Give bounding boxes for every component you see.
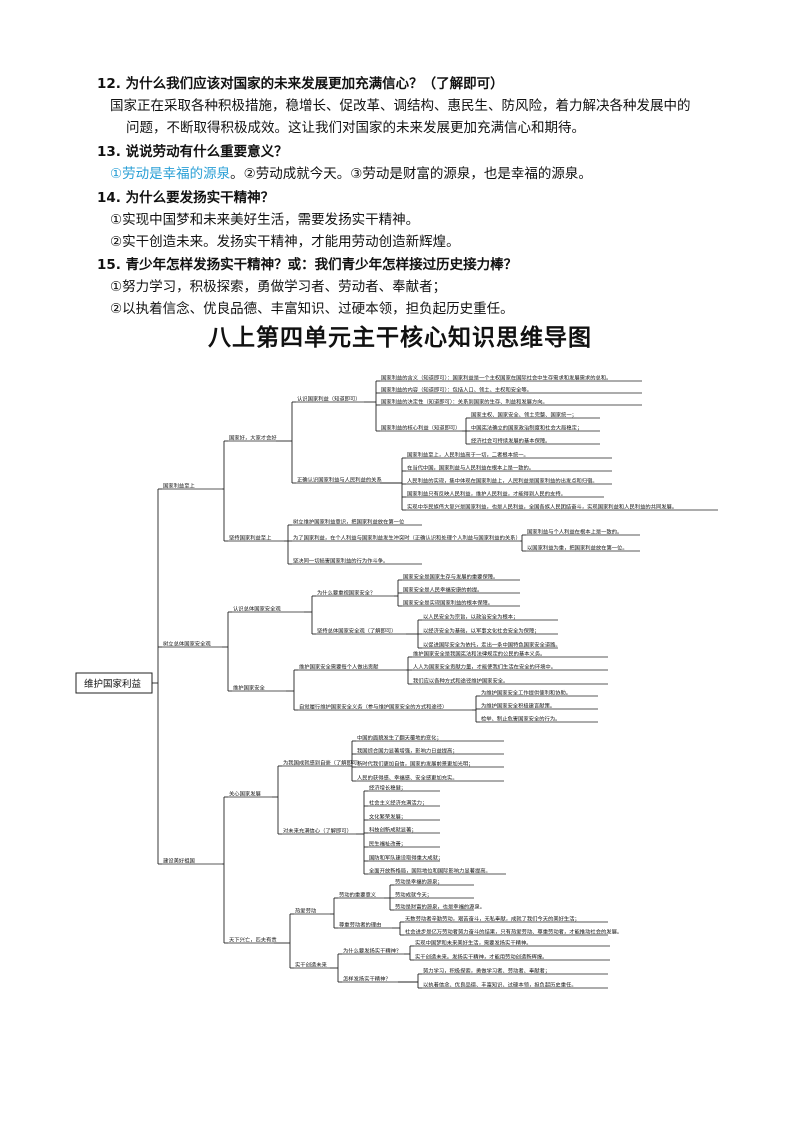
mindmap-node: 尊重劳动者的理由 bbox=[339, 920, 381, 928]
mindmap-leaf: 在当代中国，国家利益与人民利益在根本上是一致的。 bbox=[407, 463, 534, 471]
mindmap-leaf: 坚决同一切损害国家利益的行为作斗争。 bbox=[293, 556, 388, 564]
mindmap-title: 八上第四单元主干核心知识思维导图 bbox=[208, 325, 592, 351]
mindmap-node: 对未来充满信心（了解即可） bbox=[283, 826, 352, 834]
mindmap-leaf: 国家利益至上，人民利益高于一切，二者根本统一。 bbox=[407, 450, 529, 458]
mindmap-node: 为我国成就感到自豪（了解即可） bbox=[283, 758, 362, 766]
mindmap-leaf: 为了国家利益，在个人利益与国家利益发生冲突时（正确认识和处理个人利益与国家利益的… bbox=[293, 533, 521, 541]
mindmap-leaf: 新时代我们更加自信，国家的发展前景更加光明； bbox=[357, 759, 474, 767]
mindmap-leaf: 为维护国家安全积极建言献策。 bbox=[481, 701, 555, 709]
mindmap-leaf: 国家安全是国家生存与发展的重要保障。 bbox=[403, 572, 498, 580]
mindmap-leaf: 社会进步是亿万劳动者努力奋斗的结果，只有热爱劳动、尊重劳动者，才能推动社会的发展… bbox=[405, 927, 622, 935]
mindmap-leaf: 国防和军队建设取得重大成就； bbox=[369, 853, 443, 861]
mindmap-leaf: 国家利益只有反映人民利益，维护人民利益，才能得到人民的支持。 bbox=[407, 489, 566, 497]
mindmap-leaf: 维护国家安全是我国宪法和法律规定的公民的基本义务。 bbox=[413, 649, 545, 657]
mindmap-leaf: 经济社会可持续发展的基本保障。 bbox=[471, 436, 550, 444]
answer-14-line2: ②实干创造未来。发扬实干精神，才能用劳动创造新辉煌。 bbox=[110, 234, 460, 250]
mindmap-leaf: 全面开放新格局，国际地位和国际影响力显著提高。 bbox=[369, 866, 491, 874]
mindmap-leaf: 以促进国际安全为依托，走出一条中国特色国家安全道路。 bbox=[423, 640, 561, 648]
mindmap-leaf: 中国的面貌发生了翻天覆地的变化； bbox=[357, 733, 442, 741]
mindmap-leaf: 社会主义经济充满活力； bbox=[369, 798, 427, 806]
mindmap-node: 关心国家发展 bbox=[229, 789, 261, 797]
mindmap-node: 正确认识国家利益与人民利益的关系 bbox=[297, 475, 382, 483]
mindmap-leaf: 经济增长稳健； bbox=[369, 783, 406, 791]
mindmap-root: 维护国家利益 bbox=[84, 678, 142, 690]
mindmap-leaf: 为维护国家安全工作提供便利和协助。 bbox=[481, 688, 571, 696]
mindmap-branch-1: 国家利益至上 bbox=[163, 481, 195, 489]
answer-13-highlight: ①劳动是幸福的源泉 bbox=[110, 166, 231, 182]
mindmap-leaf: 以国家利益为重，把国家利益放在第一位。 bbox=[527, 543, 628, 551]
mindmap-leaf: 国家利益的决定性（知道即可）：关系到国家的生存、利益和发展方向。 bbox=[381, 397, 548, 405]
question-15: 15. 青少年怎样发扬实干精神？或：我们青少年怎样接过历史接力棒？ bbox=[97, 257, 518, 273]
mindmap-leaf: 人民的获得感、幸福感、安全感更加充实。 bbox=[357, 773, 458, 781]
mindmap-leaf: 国家利益的含义（知道即可）：国家利益是一个主权国家在国际社会中生存需求和发展需求… bbox=[381, 373, 611, 381]
mindmap-node: 坚持国家利益至上 bbox=[229, 533, 272, 541]
mindmap-leaf: 无数劳动者辛勤劳动，艰苦奋斗，无私奉献，成就了我们今天的美好生活； bbox=[405, 914, 580, 922]
question-13: 13. 说说劳动有什么重要意义？ bbox=[97, 144, 288, 160]
answer-13: ①劳动是幸福的源泉。②劳动成就今天。③劳动是财富的源泉，也是幸福的源泉。 bbox=[110, 162, 592, 182]
answer-12-line1: 国家正在采取各种积极措施，稳增长、促改革、调结构、惠民生、防风险，着力解决各种发… bbox=[110, 98, 691, 114]
mindmap-branch-2: 树立总体国家安全观 bbox=[163, 639, 211, 647]
mindmap-leaf: 努力学习，积极探索，勇做学习者、劳动者、奉献者； bbox=[423, 966, 550, 974]
mindmap-node: 劳动的重要意义 bbox=[339, 890, 377, 898]
mindmap-leaf: 实现中华民族伟大复兴是国家利益，也是人民利益，全国各族人民团结奋斗，实现国家利益… bbox=[407, 502, 677, 510]
mindmap-node: 实干创造未来 bbox=[295, 960, 327, 968]
mindmap-node: 国家好，大家才会好 bbox=[229, 433, 277, 441]
mindmap-node: 为什么要发扬实干精神？ bbox=[343, 946, 401, 954]
mindmap-node: 为什么要重视国家安全？ bbox=[317, 588, 375, 596]
mindmap-leaf: 国家利益的核心利益（知道即可） bbox=[381, 423, 460, 431]
question-12: 12. 为什么我们应该对国家的未来发展更加充满信心？（了解即可） bbox=[97, 76, 504, 92]
mindmap-node: 坚持总体国家安全观（了解即可） bbox=[317, 626, 396, 634]
mindmap-leaf: 国家安全是实现国家利益的根本保障。 bbox=[403, 598, 493, 606]
mindmap-leaf: 我们应以各种方式和途径维护国家安全。 bbox=[413, 676, 508, 684]
mindmap-leaf: 国家利益的内容（知道即可）：包括人口、领土、主权和安全等。 bbox=[381, 385, 532, 393]
mindmap-leaf: 文化繁荣发展； bbox=[369, 812, 406, 820]
mindmap-leaf: 我国综合国力显著增强，影响力日益提高； bbox=[357, 746, 458, 754]
mindmap-leaf: 以执着信念、优良品德、丰富知识、过硬本领，担负起历史重任。 bbox=[423, 980, 577, 988]
mindmap-leaf: 以人民安全为宗旨，以政治安全为根本； bbox=[423, 612, 518, 620]
mindmap-node: 认识国家利益（知道即可） bbox=[297, 394, 361, 402]
mindmap-leaf: 科技创新成就显著； bbox=[369, 825, 417, 833]
mindmap-leaf: 人民利益的实现，集中体现在国家利益上，人民利益是国家利益的出发点和归宿。 bbox=[407, 476, 598, 484]
mindmap-leaf: 国家安全是人民幸福安康的前提。 bbox=[403, 585, 482, 593]
mindmap-leaf: 劳动是幸福的源泉； bbox=[395, 877, 443, 885]
mindmap-node: 维护国家安全 bbox=[233, 683, 265, 691]
mindmap-leaf: 以经济安全为基础，以军事文化社会安全为保障； bbox=[423, 626, 540, 634]
mindmap-leaf: 实干创造未来。发扬实干精神，才能用劳动创造新辉煌。 bbox=[415, 952, 547, 960]
mindmap-node: 维护国家安全需要每个人做出贡献 bbox=[299, 662, 379, 670]
mindmap-node: 怎样发扬实干精神？ bbox=[343, 974, 391, 982]
mindmap-leaf: 民生福祉改善； bbox=[369, 839, 406, 847]
mindmap-node: 天下兴亡，匹夫有责 bbox=[229, 935, 277, 943]
mindmap-leaf: 树立维护国家利益意识，把国家利益放在第一位 bbox=[293, 517, 405, 525]
answer-13-rest: 。②劳动成就今天。③劳动是财富的源泉，也是幸福的源泉。 bbox=[230, 166, 592, 182]
mindmap-leaf: 劳动是财富的源泉，也是幸福的源泉。 bbox=[395, 902, 485, 910]
question-14: 14. 为什么要发扬实干精神？ bbox=[97, 190, 275, 206]
answer-14-line1: ①实现中国梦和未来美好生活，需要发扬实干精神。 bbox=[110, 212, 420, 228]
mindmap-leaf: 劳动成就今天； bbox=[395, 890, 432, 898]
answer-15-line1: ①努力学习，积极探索，勇做学习者、劳动者、奉献者； bbox=[110, 279, 447, 295]
mindmap-leaf: 检举、制止危害国家安全的行为。 bbox=[481, 714, 560, 722]
mindmap-leaf: 国家主权、国家安全、领土完整、国家统一； bbox=[471, 410, 577, 418]
mindmap-leaf: 国家利益与个人利益在根本上是一致的。 bbox=[527, 527, 622, 535]
mindmap-node: 自觉履行维护国家安全义务（参与维护国家安全的方式和途径） bbox=[299, 702, 447, 710]
mindmap-branch-3: 建设美好祖国 bbox=[163, 856, 195, 864]
answer-15-line2: ②以执着信念、优良品德、丰富知识、过硬本领，担负起历史重任。 bbox=[110, 301, 514, 317]
mindmap-leaf: 人人为国家安全贡献力量，才能使我们生活在安全的环境中。 bbox=[413, 662, 556, 670]
mindmap-node: 认识总体国家安全观 bbox=[233, 604, 281, 612]
mindmap-leaf: 实现中国梦和未来美好生活，需要发扬实干精神。 bbox=[415, 938, 532, 946]
answer-12-line2: 问题，不断取得积极成效。这让我们对国家的未来发展更加充满信心和期待。 bbox=[126, 120, 585, 136]
mindmap-node: 热爱劳动 bbox=[295, 906, 316, 914]
mindmap-leaf: 中国宪法确立的国家政治制度和社会大局稳定； bbox=[471, 423, 582, 431]
